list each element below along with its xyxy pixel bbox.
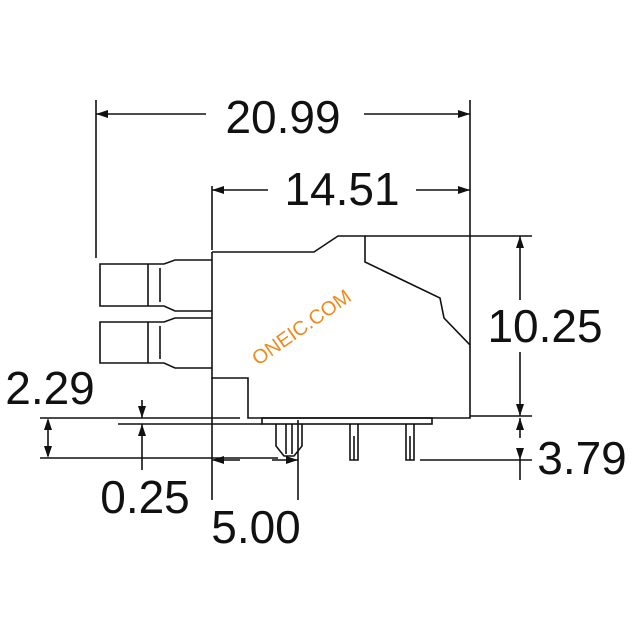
dim-label-body-width: 14.51 bbox=[284, 163, 399, 215]
dim-label-pin-length: 3.79 bbox=[537, 432, 627, 484]
dim-label-pin-spacing: 5.00 bbox=[211, 501, 301, 553]
dim-label-offset-small: 0.25 bbox=[100, 471, 190, 523]
dim-label-left-height: 2.29 bbox=[5, 362, 95, 414]
bottom-pins bbox=[261, 417, 433, 461]
dimension-lines bbox=[44, 110, 524, 480]
dim-label-body-height: 10.25 bbox=[487, 300, 602, 352]
watermark-text: ONEIC.COM bbox=[248, 286, 355, 370]
dim-label-overall-width: 20.99 bbox=[225, 91, 340, 143]
component-body bbox=[99, 235, 471, 419]
